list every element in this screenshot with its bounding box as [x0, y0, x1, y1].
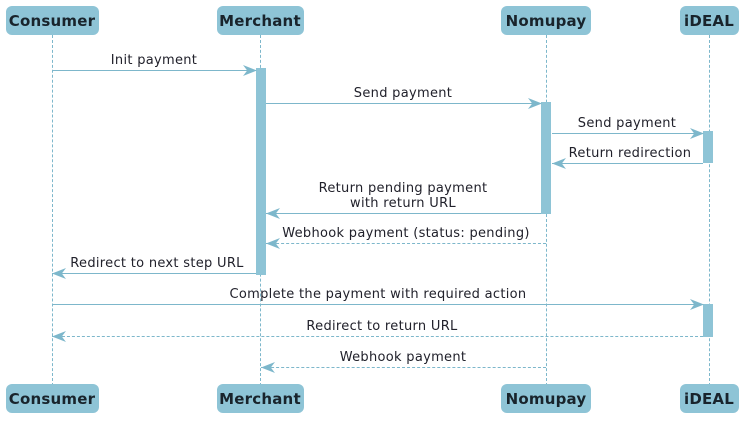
actor-ideal-top: iDEAL	[679, 6, 739, 35]
activation-bar-ideal	[703, 131, 713, 163]
actor-merchant-bottom: Merchant	[216, 384, 304, 413]
message-label: Send payment	[578, 116, 676, 131]
message-line	[266, 213, 541, 214]
message-line	[552, 133, 703, 134]
message-label: Return redirection	[569, 146, 692, 161]
message-label-text: Send payment	[353, 86, 453, 101]
message-label: Send payment	[354, 86, 452, 101]
message-label: Webhook payment (status: pending)	[282, 226, 530, 241]
message-line	[266, 243, 546, 244]
lifeline-ideal	[708, 35, 710, 386]
actor-ideal-bottom: iDEAL	[679, 384, 739, 413]
message-label: Redirect to next step URL	[70, 256, 243, 271]
message-label-text: Return redirection	[568, 146, 692, 161]
actor-consumer-top: Consumer	[5, 6, 99, 35]
message-label-text: Send payment	[577, 116, 677, 131]
message-line	[261, 367, 546, 368]
message-label-text: Webhook payment	[339, 350, 467, 365]
message-label-text: Webhook payment (status: pending)	[282, 226, 530, 241]
actor-nomupay-top: Nomupay	[501, 6, 591, 35]
message-line	[52, 304, 703, 305]
lifeline-consumer	[51, 35, 53, 386]
arrowhead-left-icon	[261, 362, 275, 373]
message-label: Complete the payment with required actio…	[230, 287, 527, 302]
arrowhead-right-icon	[690, 128, 704, 139]
actor-consumer-bottom: Consumer	[5, 384, 99, 413]
message-label-text: Redirect to next step URL	[70, 256, 244, 271]
message-line	[266, 103, 541, 104]
message-label: Webhook payment	[340, 350, 467, 365]
message-label-text: Complete the payment with required actio…	[229, 287, 527, 302]
message-label-text: Redirect to return URL	[306, 319, 458, 334]
activation-bar-nomupay	[541, 102, 551, 214]
arrowhead-right-icon	[690, 299, 704, 310]
actor-merchant-top: Merchant	[216, 6, 304, 35]
message-line	[552, 163, 703, 164]
message-label: Redirect to return URL	[306, 319, 457, 334]
arrowhead-left-icon	[52, 331, 66, 342]
arrowhead-left-icon	[266, 208, 280, 219]
message-label-text: Init payment	[110, 53, 198, 68]
message-line	[52, 336, 703, 337]
actor-nomupay-bottom: Nomupay	[501, 384, 591, 413]
message-line	[52, 273, 256, 274]
activation-bar-ideal	[703, 304, 713, 337]
arrowhead-left-icon	[552, 158, 566, 169]
message-label: Init payment	[111, 53, 197, 68]
message-line	[52, 70, 256, 71]
message-label-text: with return URL	[350, 196, 456, 211]
activation-bar-merchant	[256, 68, 266, 275]
message-label-text: Return pending payment	[318, 181, 488, 196]
arrowhead-left-icon	[52, 268, 66, 279]
arrowhead-right-icon	[528, 98, 542, 109]
arrowhead-left-icon	[266, 238, 280, 249]
arrowhead-right-icon	[243, 65, 257, 76]
